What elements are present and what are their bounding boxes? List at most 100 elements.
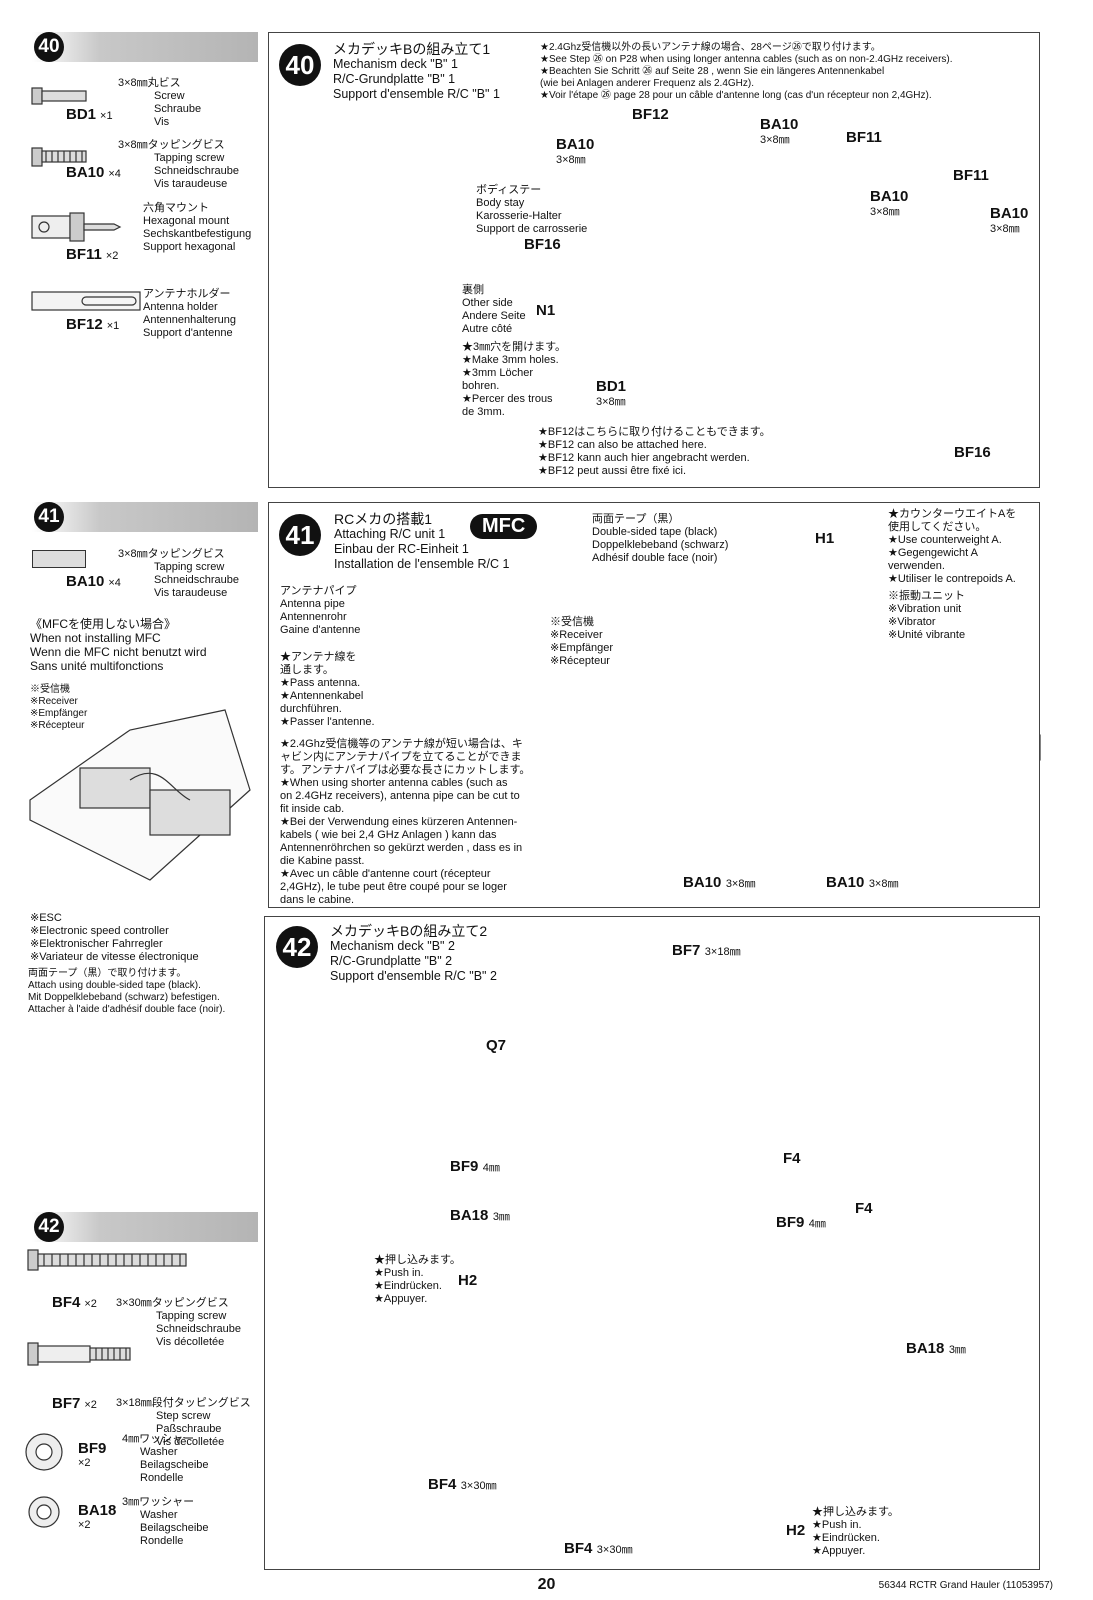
s41-esc-label: ※ESC ※Electronic speed controller ※Elekt…: [30, 912, 199, 964]
s42-bf9a-size: 4㎜: [482, 1162, 500, 1174]
ba10-de: Schneidschraube: [154, 165, 240, 177]
holes-en: ★Make 3mm holes.: [462, 354, 559, 366]
holes-fr: ★Percer des trous: [462, 393, 553, 405]
vib-fr: ※Unité vibrante: [888, 629, 966, 641]
pipe-en: Antenna pipe: [280, 598, 345, 610]
short-en3: fit inside cab.: [280, 803, 345, 815]
step40-panel: [268, 32, 1040, 488]
bf4-qty: ×2: [84, 1298, 97, 1310]
ba18-label-block: 3㎜ワッシャー Washer Beilagscheibe Rondelle: [122, 1496, 209, 1548]
short-fr2: 2,4GHz), le tube peut être coupé pour se…: [280, 881, 507, 893]
sidebar41-ba10-label: 3×8㎜タッピングビス Tapping screw Schneidschraub…: [118, 548, 239, 600]
step42-label-h2-a: H2: [458, 1272, 478, 1289]
sidebar40-header-bar: [32, 32, 258, 62]
bd1-jp: 3×8㎜丸ビス: [118, 77, 181, 89]
counterweight-note: ★カウンターウエイトAを 使用してください。 ★Use counterweigh…: [888, 508, 1016, 586]
bf11-mount-drawing: [31, 212, 122, 242]
s41tape-fr: Adhésif double face (noir): [592, 552, 718, 564]
step40-note-jp: ★2.4Ghz受信機以外の長いアンテナ線の場合、28ページ㉖で取り付けます。: [540, 42, 881, 53]
s42-bf9b-size: 4㎜: [808, 1218, 826, 1230]
ba10-fr: Vis taraudeuse: [154, 178, 228, 190]
esc-jp: ※ESC: [30, 912, 62, 924]
bf7-en: Step screw: [156, 1410, 211, 1422]
holes-de2: bohren.: [462, 380, 500, 392]
bf12-en: Antenna holder: [143, 301, 218, 313]
esc-de: ※Elektronischer Fahrregler: [30, 938, 163, 950]
otherside-jp: 裏側: [462, 284, 484, 296]
step40-label-n1: N1: [536, 302, 556, 319]
bodystay-jp: ボディステー: [476, 184, 542, 196]
s41tape-de: Doppelklebeband (schwarz): [592, 539, 729, 551]
ba18-de: Beilagscheibe: [140, 1522, 209, 1534]
s42-ba18a-size: 3㎜: [492, 1211, 510, 1223]
pushB-en: ★Push in.: [812, 1519, 862, 1531]
step40-size-a: 3×8㎜: [556, 154, 586, 166]
vib-jp: ※振動ユニット: [888, 590, 965, 602]
s41-ba10-jp: 3×8㎜タッピングビス: [118, 548, 225, 560]
holes-jp: ★3㎜穴を開けます。: [462, 341, 567, 353]
pass-en: ★Pass antenna.: [280, 677, 361, 689]
bf4-label-block: 3×30㎜タッピングビス Tapping screw Schneidschrau…: [116, 1297, 241, 1349]
bf9-en: Washer: [140, 1446, 178, 1458]
esc-en: ※Electronic speed controller: [30, 925, 169, 937]
vib-en: ※Vibration unit: [888, 603, 962, 615]
bd1-code: BD1×1: [66, 106, 113, 124]
antenna-pipe-label: アンテナパイプ Antenna pipe Antennenrohr Gaine …: [280, 585, 360, 637]
s42-bf7-code: BF7: [672, 942, 701, 959]
holes-de: ★3mm Löcher: [462, 367, 533, 379]
step42-label-f4-b: F4: [855, 1200, 873, 1217]
bf9-label-block: 4㎜ワッシャー Washer Beilagscheibe Rondelle: [122, 1433, 209, 1485]
short-fr3: dans le cabine.: [280, 894, 354, 906]
step42-bf9-label-a: BF9 4㎜: [450, 1158, 500, 1176]
no-mfc-heading: 《MFCを使用しない場合》 When not installing MFC We…: [30, 617, 207, 673]
bf4-code-text: BF4: [52, 1294, 81, 1311]
ba10-code: BA10×4: [66, 164, 121, 182]
bf9-code-text: BF9: [78, 1440, 107, 1457]
bodystay-fr: Support de carrosserie: [476, 223, 588, 235]
s41-ba10-qty: ×4: [108, 577, 121, 589]
short-de3: Antennenröhrchen so gekürzt werden , das…: [280, 842, 523, 854]
step40-label-bf16-b: BF16: [954, 444, 991, 461]
vibration-unit-label: ※振動ユニット ※Vibration unit ※Vibrator ※Unité…: [888, 590, 965, 642]
ba10-qty: ×4: [108, 168, 121, 180]
s41-tape-fr: Attacher à l'aide d'adhésif double face …: [28, 1004, 226, 1015]
step40-note-fr: ★Voir l'étape ㉖ page 28 pour un câble d'…: [540, 90, 932, 101]
short-jp1: ★2.4Ghz受信機等のアンテナ線が短い場合は、キ: [280, 738, 523, 750]
step42-panel: [264, 916, 1040, 1570]
step41-title-jp: RCメカの搭載1: [334, 511, 433, 527]
step41-title-en: Attaching R/C unit 1: [334, 527, 446, 541]
nomfc-jp: 《MFCを使用しない場合》: [30, 617, 176, 631]
sidebar42-header-bar: [32, 1212, 258, 1242]
bf9-de: Beilagscheibe: [140, 1459, 209, 1471]
bf11-de: Sechskantbefestigung: [143, 228, 252, 240]
ba10-label-block: 3×8㎜タッピングビス Tapping screw Schneidschraub…: [118, 139, 239, 191]
bf4-fr: Vis décolletée: [156, 1336, 225, 1348]
page-number: 20: [537, 1576, 556, 1593]
step40-holes-note: ★3㎜穴を開けます。 ★Make 3mm holes. ★3mm Löcher …: [462, 341, 566, 419]
counter-fr: ★Utiliser le contrepoids A.: [888, 573, 1016, 585]
counter-jp1: ★カウンターウエイトAを: [888, 508, 1017, 520]
step42-label-h2-b: H2: [786, 1522, 806, 1539]
bf4-screw-drawing: [27, 1249, 187, 1271]
bf12note-de: ★BF12 kann auch hier angebracht werden.: [538, 452, 750, 464]
vib-de: ※Vibrator: [888, 616, 936, 628]
s42-bf4b-size: 3×30㎜: [596, 1544, 633, 1556]
step40-title-jp: メカデッキBの組み立て1: [333, 41, 491, 57]
bf7-jp: 3×18㎜段付タッピングビス: [116, 1397, 251, 1409]
step40-size-d: 3×8㎜: [990, 223, 1020, 235]
sidebar41-header-bar: [32, 502, 258, 532]
s42-bf4a-code: BF4: [428, 1476, 457, 1493]
pushA-de: ★Eindrücken.: [374, 1280, 442, 1292]
ba18-code: BA18×2: [78, 1502, 116, 1532]
s41-tape-en: Attach using double-sided tape (black).: [28, 980, 201, 991]
pass-jp2: 通します。: [280, 664, 334, 676]
counter-jp2: 使用してください。: [888, 521, 987, 533]
ba18-jp: 3㎜ワッシャー: [122, 1496, 195, 1508]
ba10-en: Tapping screw: [154, 152, 225, 164]
s42-ba18b-code: BA18: [906, 1340, 945, 1357]
s41-tape-de: Mit Doppelklebeband (schwarz) befestigen…: [28, 992, 220, 1003]
ba18-en: Washer: [140, 1509, 178, 1521]
s42-bf9b-code: BF9: [776, 1214, 805, 1231]
nomfc-de: Wenn die MFC nicht benutzt wird: [30, 645, 207, 659]
holes-fr2: de 3mm.: [462, 406, 505, 418]
